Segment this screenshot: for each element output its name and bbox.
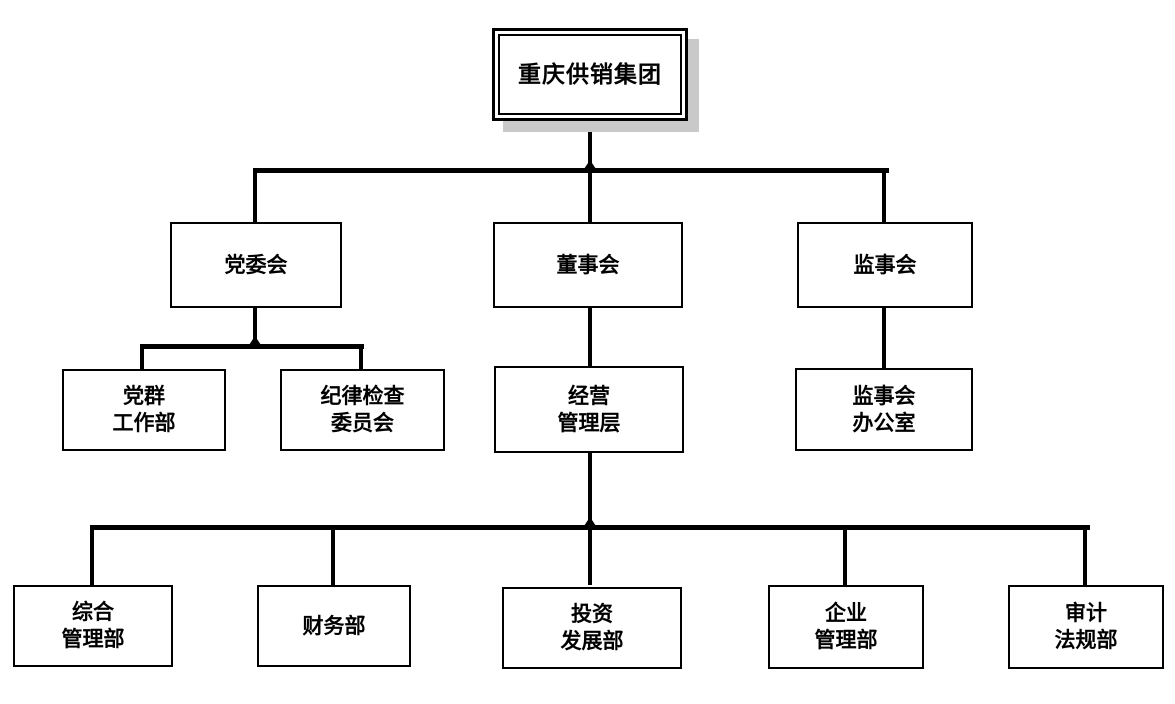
arrowhead-up-icon	[584, 160, 596, 169]
node-label: 投资	[571, 603, 613, 626]
node-root-company: 重庆供销集团	[492, 28, 688, 121]
node-label: 重庆供销集团	[518, 61, 662, 87]
node-label: 工作部	[112, 412, 176, 435]
node-label: 管理层	[557, 411, 621, 435]
arrowhead-up-icon	[584, 517, 596, 526]
connector-party-down	[253, 308, 257, 346]
node-label: 管理部	[814, 629, 878, 652]
node-investment-development-dept: 投资 发展部	[502, 587, 682, 669]
node-label: 纪律检查	[320, 385, 405, 408]
connector-bottom-horizontal	[90, 525, 1090, 530]
node-label: 综合	[72, 601, 114, 624]
node-operating-management: 经营 管理层	[494, 366, 684, 453]
node-label: 党委会	[224, 253, 288, 277]
connector-drop-discipline	[359, 347, 363, 369]
connector-level2-horizontal	[253, 168, 889, 173]
node-label: 管理部	[61, 628, 125, 651]
node-enterprise-management-dept: 企业 管理部	[768, 585, 924, 669]
connector-party-horizontal	[140, 344, 364, 349]
connector-drop-audit	[1083, 528, 1087, 585]
node-label: 经营	[568, 384, 610, 408]
connector-drop-enterprise	[843, 528, 847, 585]
node-party-committee: 党委会	[170, 222, 342, 308]
node-finance-dept: 财务部	[257, 585, 411, 667]
connector-drop-finance	[331, 528, 335, 585]
node-label: 财务部	[302, 614, 366, 638]
connector-root-down	[588, 121, 592, 170]
node-label: 监事会	[853, 253, 917, 277]
connector-supervisory-to-office	[882, 308, 886, 368]
node-discipline-inspection-committee: 纪律检查 委员会	[280, 369, 445, 451]
node-label: 办公室	[852, 411, 916, 435]
connector-drop-party-mass	[140, 347, 144, 369]
node-label: 法规部	[1054, 629, 1118, 652]
node-supervisory-board: 监事会	[797, 222, 973, 308]
node-supervisory-board-office: 监事会 办公室	[795, 368, 973, 451]
connector-drop-general-management	[90, 528, 94, 585]
arrowhead-up-icon	[249, 336, 261, 345]
connector-board-to-management	[588, 308, 592, 366]
connector-drop-investment	[588, 528, 592, 585]
connector-drop-party	[253, 170, 257, 222]
connector-management-down	[588, 453, 592, 527]
connector-drop-board	[588, 170, 592, 222]
node-label: 审计	[1065, 602, 1107, 625]
node-label: 党群	[123, 385, 165, 408]
node-board-of-directors: 董事会	[493, 222, 683, 308]
node-label: 委员会	[331, 412, 394, 435]
node-audit-legal-dept: 审计 法规部	[1008, 585, 1164, 669]
connector-drop-supervisory	[882, 170, 886, 222]
node-label: 监事会	[852, 384, 916, 408]
node-label: 企业	[825, 602, 867, 625]
node-label: 董事会	[556, 253, 620, 277]
node-label: 发展部	[560, 630, 624, 653]
node-general-management-dept: 综合 管理部	[13, 585, 173, 667]
node-party-mass-work-dept: 党群 工作部	[62, 369, 226, 451]
